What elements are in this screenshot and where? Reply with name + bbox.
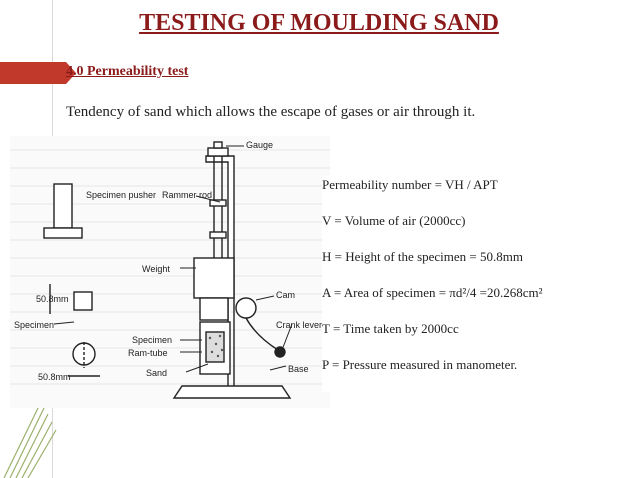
permeability-apparatus-figure: Gauge Specimen pusher Rammer rod Weight …	[10, 136, 330, 408]
cam-label: Cam	[276, 290, 295, 300]
base-label: Base	[288, 364, 309, 374]
formula-height: H = Height of the specimen = 50.8mm	[322, 249, 523, 264]
definition-text: Tendency of sand which allows the escape…	[66, 104, 476, 120]
formula-time: T = Time taken by 2000cc	[322, 321, 459, 336]
dimension-bottom-label: 50.8mm	[38, 372, 71, 382]
specimen-pusher-label: Specimen pusher	[86, 190, 156, 200]
dimension-top-label: 50.8mm	[36, 294, 69, 304]
gauge-label: Gauge	[246, 140, 273, 150]
formula-area: A = Area of specimen = πd²/4 =20.268cm²	[322, 285, 543, 300]
crank-lever-label: Crank lever	[276, 320, 322, 330]
rammer-rod-label: Rammer rod	[162, 190, 212, 200]
section-accent-arrow	[0, 62, 76, 84]
ram-tube-label: Ram-tube	[128, 348, 168, 358]
specimen-label: Specimen	[132, 335, 172, 345]
formula-pressure: P = Pressure measured in manometer.	[322, 357, 518, 372]
decorative-lines	[3, 403, 57, 478]
specimen-side-label: Specimen	[14, 320, 54, 330]
sand-label: Sand	[146, 368, 167, 378]
section-subtitle: 4.0 Permeability test	[66, 64, 189, 79]
formula-volume: V = Volume of air (2000cc)	[322, 213, 466, 228]
formula-permeability-number: Permeability number = VH / APT	[322, 177, 498, 192]
weight-label: Weight	[142, 264, 170, 274]
slide-title: TESTING OF MOULDING SAND	[139, 10, 499, 36]
formula-list: Permeability number = VH / APT V = Volum…	[322, 176, 572, 392]
